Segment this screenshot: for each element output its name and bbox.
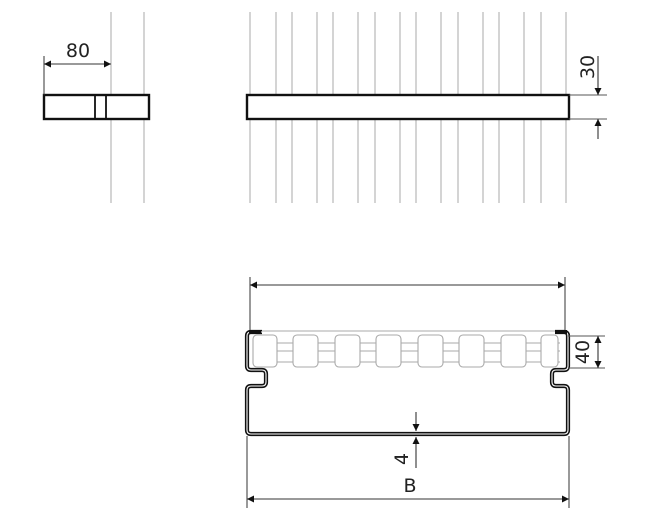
dimension-top-width: [249, 277, 566, 330]
dimension-40: 40: [568, 335, 605, 369]
dimension-b-label: B: [403, 475, 416, 497]
dimension-b: B: [246, 436, 570, 508]
front-view: 30: [245, 12, 607, 203]
front-view-bar: [245, 93, 571, 121]
dimension-80: 80: [43, 40, 111, 95]
dimension-30: 30: [569, 55, 607, 139]
channel-profile: [244, 329, 571, 437]
side-view-bar: [42, 93, 151, 121]
dimension-4-label: 4: [391, 453, 413, 465]
dimension-40-label: 40: [572, 340, 594, 364]
dimension-30-label: 30: [577, 55, 599, 79]
roller-chain: [252, 330, 560, 368]
dimension-4: 4: [391, 412, 420, 468]
section-view: 40 4 B: [244, 277, 605, 508]
side-view: 80: [42, 12, 151, 203]
dimension-80-label: 80: [66, 40, 90, 62]
